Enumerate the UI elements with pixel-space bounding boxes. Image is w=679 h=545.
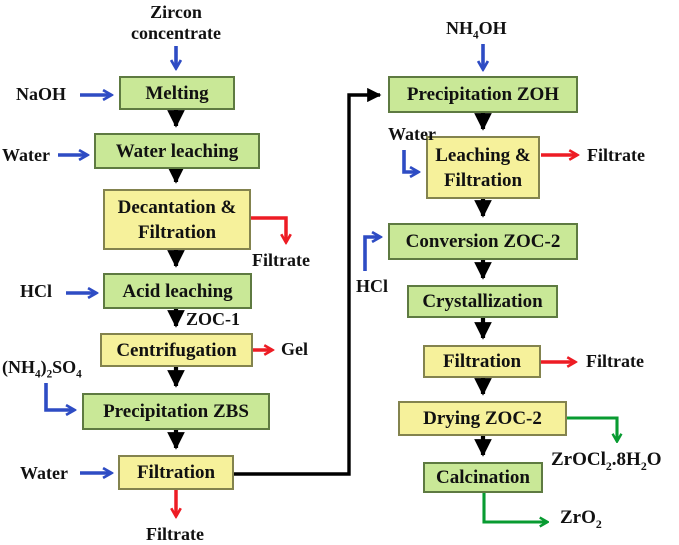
arrow-drying-zoc2-to-zrocl2 [567,416,617,441]
input-label-nh4oh: NH4OH [446,18,507,42]
output-label-filtrate-4: Filtrate [586,351,644,371]
source-label-zircon-concentrate: Zircon concentrate [131,2,221,43]
input-label-hcl-1: HCl [20,281,53,301]
node-filtration-2: Filtration [423,345,541,378]
output-label-filtrate-1: Filtrate [252,250,310,270]
node-calcination: Calcination [423,462,543,493]
input-label-ammonium-sulfate: (NH4)2SO4 [2,357,82,381]
arrow-decantation-to-filtrate [251,216,286,242]
node-melting: Melting [119,76,235,110]
input-label-hcl-2: HCl [356,276,389,296]
node-decantation-filtration: Decantation & Filtration [103,189,251,250]
output-label-gel: Gel [281,339,308,359]
input-label-water-3: Water [388,124,436,144]
output-label-zro2: ZrO2 [560,507,602,531]
output-label-zrocl2-8h2o: ZrOCl2.8H2O [551,449,662,473]
node-conversion-zoc2: Conversion ZOC-2 [388,223,578,260]
output-label-filtrate-2: Filtrate [146,524,204,544]
node-precipitation-zoh: Precipitation ZOH [388,76,578,113]
input-label-water-2: Water [20,463,68,483]
node-drying-zoc2: Drying ZOC-2 [398,401,567,436]
node-filtration-1: Filtration [118,455,234,490]
arrow-water-to-leaching-filtration [402,150,418,172]
node-acid-leaching: Acid leaching [103,273,252,309]
node-leaching-filtration: Leaching & Filtration [426,136,540,199]
output-label-filtrate-3: Filtrate [587,145,645,165]
input-label-water-1: Water [2,145,50,165]
node-centrifugation: Centrifugation [100,333,253,367]
arrow-hcl-to-conversion-zoc2 [363,237,380,271]
node-water-leaching: Water leaching [94,133,260,169]
node-precipitation-zbs: Precipitation ZBS [82,393,270,430]
annotation-zoc1: ZOC-1 [186,309,240,329]
input-label-naoh: NaOH [16,84,67,104]
node-crystallization: Crystallization [407,285,558,318]
arrow-calcination-to-zro2 [482,493,547,522]
arrow-ammonium-sulfate-to-precipitation-zbs [44,383,74,410]
